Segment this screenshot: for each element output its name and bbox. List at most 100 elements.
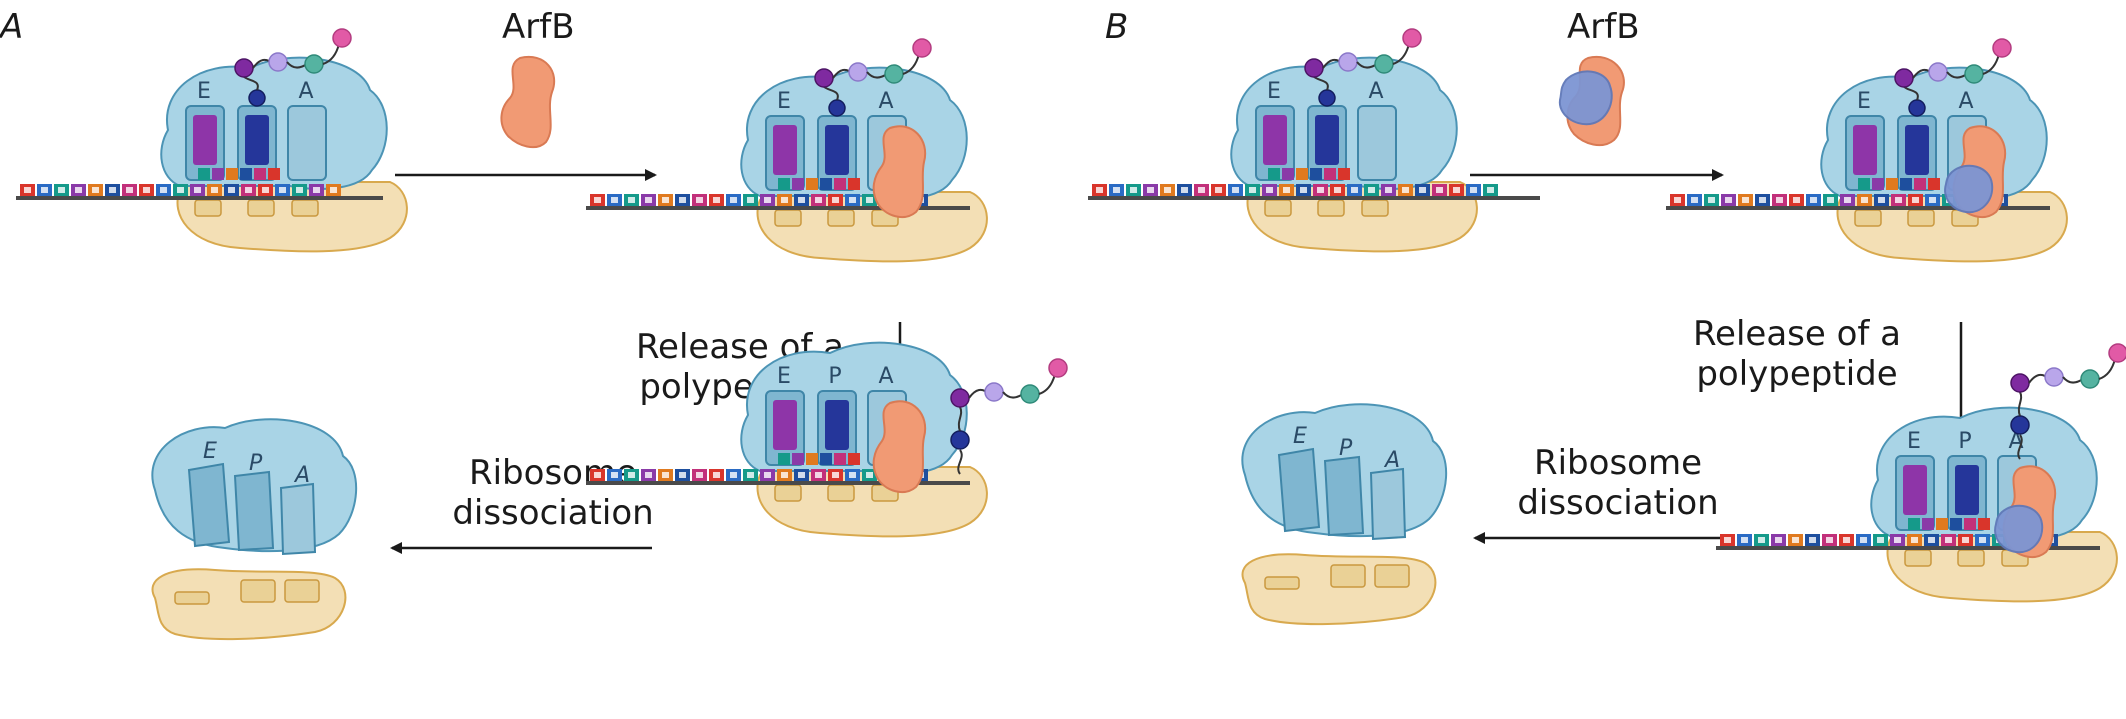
mrna-base-letter	[713, 197, 720, 203]
mrna-base-letter	[1266, 187, 1273, 193]
mrna-base-letter	[1912, 197, 1919, 203]
amino-acid-pink	[1048, 358, 1068, 378]
mrna-base-letter	[1249, 187, 1256, 193]
amino-acid-blue	[2010, 415, 2030, 435]
mrna-base-letter	[245, 187, 252, 193]
site-label-p: P	[1339, 436, 1353, 461]
anticodon-base	[1268, 168, 1280, 180]
amino-acid-purple	[814, 68, 834, 88]
mrna-base-letter	[1962, 537, 1969, 543]
amino-acid-teal	[304, 54, 324, 74]
anticodon-base	[240, 168, 252, 180]
mrna-base-letter	[143, 187, 150, 193]
mrna-base-letter	[849, 472, 856, 478]
mrna-base-letter	[628, 197, 635, 203]
trna-p-site	[825, 125, 849, 175]
amino-acid-teal	[1020, 384, 1040, 404]
mrna-bases	[1092, 184, 1498, 196]
anticodon-base	[1928, 178, 1940, 190]
anticodon-base	[1936, 518, 1948, 530]
arfb-domain-bound	[1944, 164, 1994, 214]
a-site-pocket	[287, 105, 327, 181]
site-label-a: A	[1958, 89, 1973, 114]
small-subunit-slot	[1317, 199, 1345, 217]
anticodon-base	[848, 453, 860, 465]
mrna-base-letter	[730, 197, 737, 203]
site-label-a: A	[293, 463, 310, 488]
mrna-base-letter	[1776, 197, 1783, 203]
mrna-base-letter	[177, 187, 184, 193]
site-pocket-p	[233, 470, 275, 552]
site-pocket-p	[1323, 455, 1365, 537]
anticodon-base	[1858, 178, 1870, 190]
mrna-base-letter	[1691, 197, 1698, 203]
mrna-base-letter	[764, 197, 771, 203]
anticodon-base	[1914, 178, 1926, 190]
site-label-p: P	[1958, 429, 1971, 454]
small-subunit-slot	[1957, 549, 1985, 567]
mrna-bases	[590, 194, 928, 206]
mrna-base-letter	[866, 197, 873, 203]
anticodon-base	[254, 168, 266, 180]
mrna-base-letter	[262, 187, 269, 193]
site-label-a: A	[878, 89, 893, 114]
mrna-base-letter	[1894, 537, 1901, 543]
mrna-base-letter	[1368, 187, 1375, 193]
mrna-base-letter	[1724, 537, 1731, 543]
mrna-base-letter	[628, 472, 635, 478]
trna-e-site	[1263, 115, 1287, 165]
mrna-base-letter	[1793, 197, 1800, 203]
site-label-e: E	[777, 364, 791, 389]
amino-acid-lilac	[1338, 52, 1358, 72]
amino-acid-pink	[912, 38, 932, 58]
anticodon-band	[778, 178, 860, 190]
mrna-base-letter	[1810, 197, 1817, 203]
mrna-base-letter	[832, 472, 839, 478]
small-subunit-slot	[1264, 199, 1292, 217]
small-subunit-slot	[827, 209, 855, 227]
site-label-p: P	[828, 364, 841, 389]
arfb-bound	[872, 125, 927, 219]
amino-acid-pink	[1992, 38, 2012, 58]
mrna-base-letter	[713, 472, 720, 478]
amino-acid-lilac	[848, 62, 868, 82]
amino-acid-purple	[2010, 373, 2030, 393]
anticodon-base	[834, 178, 846, 190]
mrna-base-letter	[1945, 537, 1952, 543]
mrna-base-letter	[1215, 187, 1222, 193]
released-peptide-b	[2010, 343, 2126, 460]
anticodon-base	[1338, 168, 1350, 180]
small-subunit-slot	[174, 591, 210, 605]
mrna-base-letter	[1742, 197, 1749, 203]
mrna-base-letter	[1911, 537, 1918, 543]
trna-p-site	[825, 400, 849, 450]
peptidyl-amino-acid	[1318, 89, 1336, 107]
trna-p-site	[1315, 115, 1339, 165]
mrna-base-letter	[1979, 537, 1986, 543]
mrna-base-letter	[1895, 197, 1902, 203]
site-pocket-e	[1277, 447, 1321, 533]
anticodon-base	[792, 453, 804, 465]
mrna-base-letter	[1130, 187, 1137, 193]
mrna-base-letter	[313, 187, 320, 193]
mrna-base-letter	[1164, 187, 1171, 193]
small-subunit-slot	[1904, 549, 1932, 567]
panel-letter-b: B	[1105, 7, 1128, 47]
peptide-link	[957, 406, 963, 432]
mrna-base-letter	[1402, 187, 1409, 193]
mrna-base-letter	[228, 187, 235, 193]
peptide-link	[1002, 391, 1024, 399]
mrna-base-letter	[849, 197, 856, 203]
anticodon-band	[1858, 178, 1940, 190]
arfb-label-b: ArfB	[1567, 7, 1640, 47]
anticodon-base	[806, 453, 818, 465]
trna-e-site	[773, 400, 797, 450]
mrna-base-letter	[194, 187, 201, 193]
site-pocket-a	[1369, 467, 1407, 541]
mrna-base-letter	[1827, 197, 1834, 203]
anticodon-base	[1950, 518, 1962, 530]
